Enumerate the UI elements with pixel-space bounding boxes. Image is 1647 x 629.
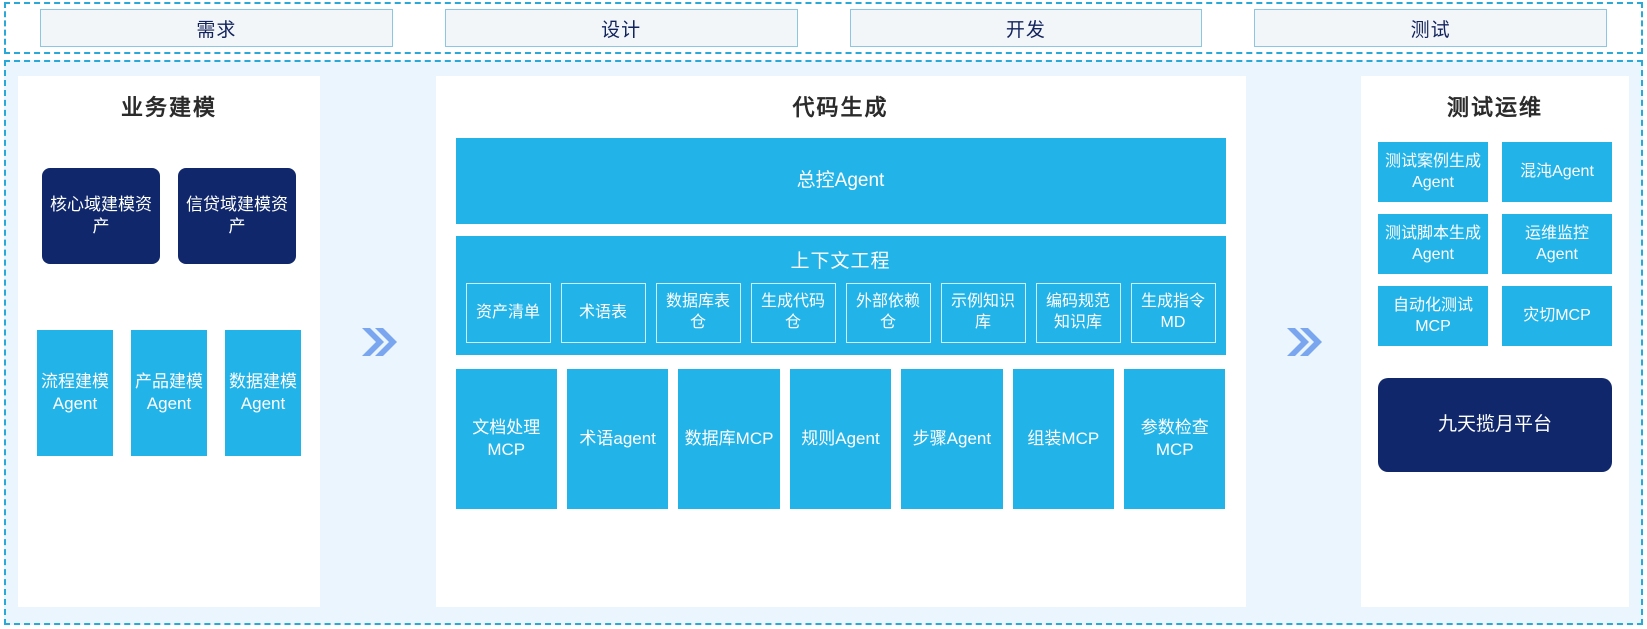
agent-label: 灾切MCP (1523, 307, 1591, 325)
chevron-right-double-icon-right (1246, 76, 1362, 607)
context-item-asset-list[interactable]: 资产清单 (465, 283, 551, 343)
agent-test-script-generation[interactable]: 测试脚本生成Agent (1378, 214, 1488, 274)
context-engineering-block: 上下文工程 资产清单 术语表 数据库表仓 生成代码仓 (455, 236, 1226, 355)
agent-label: 产品建模Agent (135, 371, 203, 413)
agent-label: 混沌Agent (1520, 163, 1594, 181)
tool-glossary-agent[interactable]: 术语agent (566, 369, 669, 509)
phase-label: 需求 (196, 19, 237, 41)
agent-label: 流程建模Agent (41, 371, 109, 413)
context-item-glossary[interactable]: 术语表 (560, 283, 646, 343)
code-generation-body: 总控Agent 上下文工程 资产清单 术语表 数据库表仓 (436, 128, 1246, 509)
asset-core-domain[interactable]: 核心域建模资产 (42, 168, 160, 264)
test-ops-agents-grid: 测试案例生成Agent 混沌Agent 测试脚本生成Agent 运维监控Agen… (1378, 142, 1612, 346)
tool-rule-agent[interactable]: 规则Agent (789, 369, 892, 509)
platform-row: 九天揽月平台 (1361, 378, 1629, 472)
context-item-generated-code-repo[interactable]: 生成代码仓 (750, 283, 836, 343)
agent-test-case-generation[interactable]: 测试案例生成Agent (1378, 142, 1488, 202)
platform-label: 九天揽月平台 (1437, 413, 1552, 435)
context-item-label: 资产清单 (475, 303, 540, 321)
agent-label: 自动化测试MCP (1392, 296, 1473, 335)
context-item-external-dependency-repo[interactable]: 外部依赖仓 (845, 283, 931, 343)
phase-label: 测试 (1410, 19, 1451, 41)
master-control-agent-label: 总控Agent (796, 170, 885, 192)
phase-label: 开发 (1005, 19, 1046, 41)
context-items-row: 资产清单 术语表 数据库表仓 生成代码仓 外部依赖仓 (465, 283, 1216, 343)
business-assets-group: 核心域建模资产 信贷域建模资产 (42, 168, 296, 264)
main-area: 业务建模 核心域建模资产 信贷域建模资产 流程建模Agent 产品建模Agent… (4, 60, 1643, 625)
agent-label: 测试脚本生成Agent (1384, 224, 1481, 263)
context-item-label: 外部依赖仓 (855, 293, 920, 331)
agent-label: 数据建模Agent (229, 371, 297, 413)
asset-credit-domain[interactable]: 信贷域建模资产 (178, 168, 296, 264)
agent-process-modeling[interactable]: 流程建模Agent (37, 330, 113, 456)
context-item-label: 数据库表仓 (665, 293, 730, 331)
asset-label: 信贷域建模资产 (186, 194, 288, 236)
context-item-example-knowledge-base[interactable]: 示例知识库 (940, 283, 1026, 343)
tool-parameter-check-mcp[interactable]: 参数检查MCP (1124, 369, 1226, 509)
context-engineering-title: 上下文工程 (790, 251, 891, 272)
tool-step-agent[interactable]: 步骤Agent (901, 369, 1003, 509)
phase-box-testing[interactable]: 测试 (1254, 9, 1607, 47)
panel-test-ops: 测试运维 测试案例生成Agent 混沌Agent 测试脚本生成Agent 运维监… (1361, 76, 1629, 607)
agent-ops-monitoring[interactable]: 运维监控Agent (1502, 214, 1612, 274)
tool-label: 数据库MCP (684, 428, 774, 448)
context-item-generation-instruction-md[interactable]: 生成指令MD (1130, 283, 1216, 343)
tool-label: 文档处理MCP (472, 417, 541, 459)
panel-title-code-generation: 代码生成 (792, 95, 889, 120)
platform-jiutian-lanyue[interactable]: 九天揽月平台 (1378, 378, 1612, 472)
agent-data-modeling[interactable]: 数据建模Agent (225, 330, 301, 456)
panel-title-test-ops: 测试运维 (1446, 95, 1543, 120)
business-agents-group: 流程建模Agent 产品建模Agent 数据建模Agent (37, 330, 301, 456)
panel-code-generation: 代码生成 总控Agent 上下文工程 资产清单 术语表 (435, 76, 1246, 607)
tool-document-processing-mcp[interactable]: 文档处理MCP (455, 369, 557, 509)
tool-label: 参数检查MCP (1140, 417, 1209, 459)
phase-box-requirements[interactable]: 需求 (40, 9, 393, 47)
agent-product-modeling[interactable]: 产品建模Agent (131, 330, 207, 456)
agent-label: 测试案例生成Agent (1384, 152, 1481, 191)
tool-database-mcp[interactable]: 数据库MCP (678, 369, 780, 509)
context-item-coding-standards-kb[interactable]: 编码规范知识库 (1035, 283, 1121, 343)
asset-label: 核心域建模资产 (50, 194, 152, 236)
panel-title-business-modeling: 业务建模 (120, 95, 217, 120)
context-item-label: 生成代码仓 (760, 293, 825, 331)
phase-box-design[interactable]: 设计 (444, 9, 798, 47)
chevron-right-double-icon-left (320, 76, 436, 607)
tool-label: 组装MCP (1027, 428, 1100, 448)
context-item-db-table-repo[interactable]: 数据库表仓 (655, 283, 741, 343)
agent-label: 运维监控Agent (1524, 224, 1589, 263)
panel-business-modeling: 业务建模 核心域建模资产 信贷域建模资产 流程建模Agent 产品建模Agent… (18, 76, 320, 607)
tool-row: 文档处理MCP 术语agent 数据库MCP 规则Agent 步骤Agent (455, 369, 1226, 509)
tool-label: 规则Agent (801, 428, 880, 448)
tool-label: 术语agent (579, 428, 656, 448)
context-item-label: 生成指令MD (1140, 293, 1205, 331)
agent-chaos[interactable]: 混沌Agent (1502, 142, 1612, 202)
context-item-label: 示例知识库 (950, 293, 1015, 331)
phase-label: 设计 (601, 19, 642, 41)
tool-assembly-mcp[interactable]: 组装MCP (1012, 369, 1115, 509)
context-item-label: 术语表 (578, 303, 627, 321)
tool-disaster-switch-mcp[interactable]: 灾切MCP (1502, 286, 1612, 346)
master-control-agent[interactable]: 总控Agent (455, 138, 1226, 224)
tool-automated-test-mcp[interactable]: 自动化测试MCP (1378, 286, 1488, 346)
phase-strip: 需求 设计 开发 测试 (4, 2, 1643, 54)
phase-box-development[interactable]: 开发 (849, 9, 1203, 47)
tool-label: 步骤Agent (912, 428, 992, 448)
context-item-label: 编码规范知识库 (1045, 293, 1110, 331)
